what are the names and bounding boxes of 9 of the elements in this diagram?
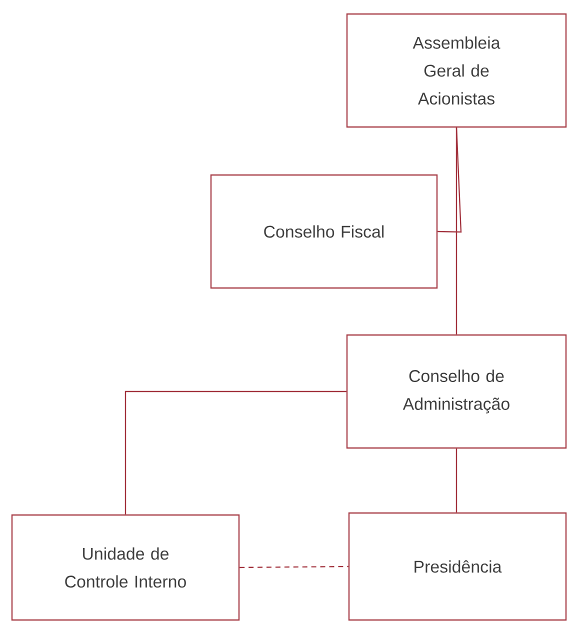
connector-line: [456, 448, 458, 512]
dashed-line: [240, 566, 348, 568]
connector-line: [124, 390, 346, 514]
org-box: Assembleia Geral de Acionistas: [346, 13, 567, 128]
org-box: Conselho de Administração: [346, 334, 567, 449]
org-box: Unidade de Controle Interno: [11, 514, 240, 621]
connector-line: [438, 128, 462, 233]
org-box: Presidência: [348, 512, 567, 621]
org-box: Conselho Fiscal: [210, 174, 438, 289]
